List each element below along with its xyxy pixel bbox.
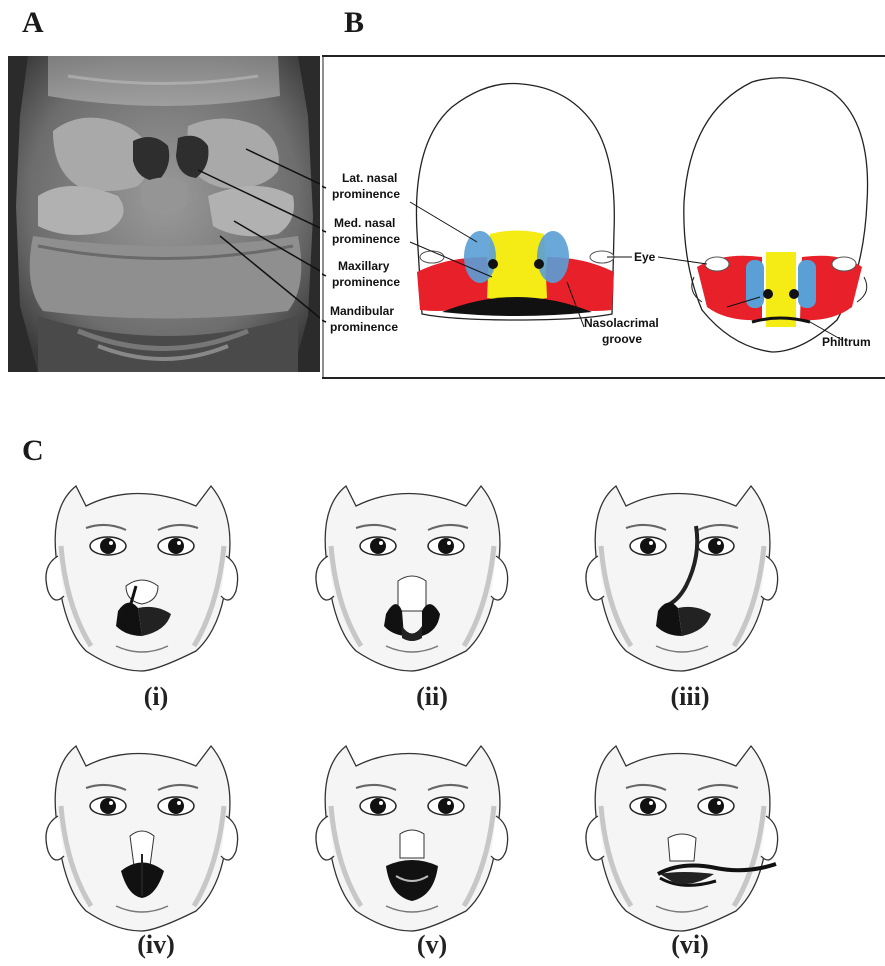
left-lateral-nasal-l: [464, 231, 496, 283]
label-lat-nasal-1: Lat. nasal: [342, 171, 397, 185]
caption-iii: (iii): [630, 682, 750, 712]
label-maxillary-1: Maxillary: [338, 259, 390, 273]
label-mandibular-2: prominence: [330, 320, 398, 334]
label-eye: Eye: [634, 250, 656, 264]
caption-ii: (ii): [372, 682, 492, 712]
face-iv: [46, 746, 238, 931]
label-med-nasal-1: Med. nasal: [334, 216, 395, 230]
caption-vi: (vi): [630, 930, 750, 960]
panel-b-letter: B: [344, 6, 364, 40]
panel-c-letter: C: [22, 434, 44, 468]
face-ii: [316, 486, 508, 671]
label-philtrum: Philtrum: [822, 335, 871, 349]
face-iii: [586, 486, 778, 671]
label-mandibular-1: Mandibular: [330, 304, 394, 318]
label-nasolacrimal-2: groove: [602, 332, 642, 346]
head-right: [684, 78, 868, 352]
label-med-nasal-2: prominence: [332, 232, 400, 246]
right-medial-nasal: [766, 252, 796, 327]
caption-iv: (iv): [96, 930, 216, 960]
left-lateral-nasal-r: [537, 231, 569, 283]
head-left: [416, 83, 614, 320]
diagram-b: Lat. nasal prominence Med. nasal promine…: [322, 52, 885, 382]
caption-v: (v): [372, 930, 492, 960]
label-lat-nasal-2: prominence: [332, 187, 400, 201]
caption-i: (i): [96, 682, 216, 712]
label-maxillary-2: prominence: [332, 275, 400, 289]
face-vi: [586, 746, 778, 931]
face-v: [316, 746, 508, 931]
panel-a-letter: A: [22, 6, 44, 40]
sem-micrograph: [8, 56, 320, 372]
label-nasolacrimal-1: Nasolacrimal: [584, 316, 659, 330]
right-lateral-nasal-r: [798, 260, 816, 308]
face-i: [46, 486, 238, 671]
